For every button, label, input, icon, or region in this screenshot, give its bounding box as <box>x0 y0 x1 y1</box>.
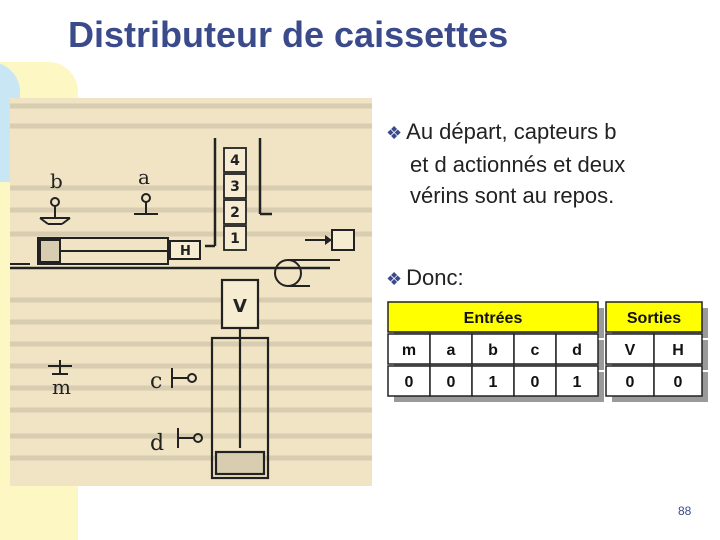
exit-arrow-head <box>325 235 332 245</box>
label-b: b <box>50 169 63 193</box>
header-c: c <box>531 342 540 359</box>
faded-scan-text <box>10 103 372 461</box>
header-v: V <box>625 342 636 359</box>
value-d: 1 <box>573 374 582 391</box>
header-cell-v <box>605 333 655 365</box>
button-m-drawing <box>48 360 72 375</box>
box-label-4: 4 <box>230 153 240 169</box>
box-label-2: 2 <box>230 205 240 221</box>
value-cell-v <box>605 365 655 397</box>
slide-title: Distributeur de caissettes <box>68 14 509 55</box>
vertical-cylinder-v <box>210 278 270 480</box>
header-cell-a <box>429 333 473 365</box>
bullet2-text: Donc: <box>406 265 464 290</box>
box-label-3: 3 <box>230 179 240 195</box>
horizontal-cylinder-h <box>37 237 201 265</box>
diamond-bullet-icon: ❖ <box>386 269 403 289</box>
bullet-therefore: ❖Donc: <box>386 262 464 295</box>
label-h: H <box>180 244 191 259</box>
scanned-diagram: 4 3 2 1 H <box>10 98 372 486</box>
box-stack <box>223 147 247 251</box>
header-a: a <box>447 342 456 359</box>
outputs-group-header <box>605 301 703 333</box>
header-cell-h <box>653 333 703 365</box>
value-cell-m <box>387 365 431 397</box>
label-d: d <box>150 431 164 456</box>
header-cell-d <box>555 333 599 365</box>
value-m: 0 <box>405 374 414 391</box>
header-d: d <box>572 342 582 359</box>
header-m: m <box>402 342 416 359</box>
header-h: H <box>672 342 684 359</box>
value-cell-h <box>653 365 703 397</box>
sensor-a-drawing <box>134 193 158 215</box>
truth-table: Entrées Sorties m a b c d V H <box>386 300 710 409</box>
value-b: 1 <box>489 374 498 391</box>
magazine-walls <box>205 138 272 248</box>
sensor-d-drawing <box>177 428 203 448</box>
page-number: 88 <box>678 504 692 518</box>
inputs-group-label: Entrées <box>464 310 523 327</box>
bullet1-line3: vérins sont au repos. <box>410 183 615 208</box>
value-a: 0 <box>447 374 456 391</box>
diamond-bullet-icon: ❖ <box>386 123 403 143</box>
header-cell-b <box>471 333 515 365</box>
output-box <box>331 229 355 251</box>
bullet1-line2: et d actionnés et deux <box>410 152 626 177</box>
inputs-group-header <box>387 301 599 333</box>
roller <box>274 259 302 287</box>
label-v: V <box>233 296 247 317</box>
sensor-c-drawing <box>171 368 197 388</box>
outputs-group-label: Sorties <box>627 310 681 327</box>
value-h: 0 <box>674 374 683 391</box>
label-m: m <box>52 375 71 399</box>
value-v: 0 <box>626 374 635 391</box>
header-b: b <box>488 342 498 359</box>
value-c: 0 <box>531 374 540 391</box>
bullet1-line1: Au départ, capteurs b <box>406 119 617 144</box>
truth-table-drawing: Entrées Sorties m a b c d V H <box>387 301 708 402</box>
label-a: a <box>138 165 150 189</box>
label-c: c <box>150 369 162 394</box>
sensor-b-drawing <box>39 197 71 225</box>
box-label-1: 1 <box>230 231 240 247</box>
value-cell-d <box>555 365 599 397</box>
distributor-mechanism-drawing: 4 3 2 1 H <box>10 103 372 480</box>
bullet-initial-state: ❖Au départ, capteurs b et d actionnés et… <box>386 116 706 211</box>
